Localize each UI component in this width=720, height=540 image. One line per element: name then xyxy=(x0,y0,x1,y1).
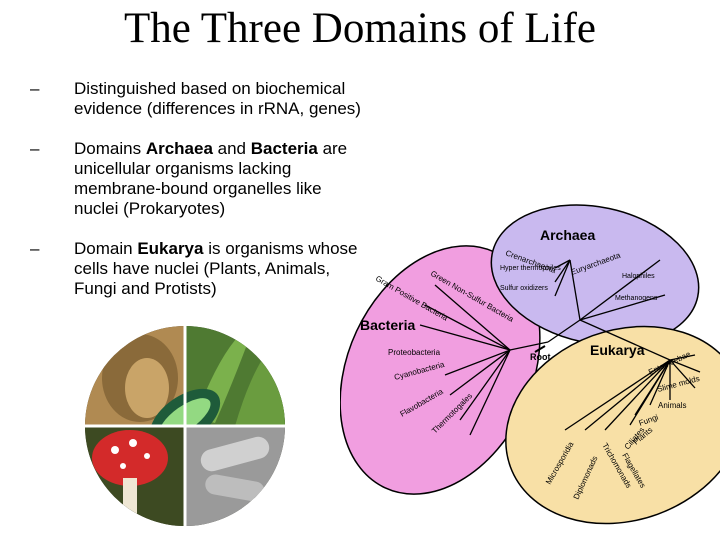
bullet-text-part: Distinguished based on biochemical evide… xyxy=(74,79,361,118)
root-label: Root xyxy=(530,352,551,362)
eukarya-label: Eukarya xyxy=(590,342,645,358)
mushroom-photo xyxy=(92,430,168,486)
label-sulfur-oxidizers: Sulfur oxidizers xyxy=(500,285,548,292)
label-methanogens: Methanogens xyxy=(615,295,658,302)
bullet-text-part: are unicellular organisms lacking membra… xyxy=(74,139,348,218)
bacteria-label: Bacteria xyxy=(360,317,415,333)
bullet-term-bacteria: Bacteria xyxy=(250,139,318,158)
archaea-label: Archaea xyxy=(540,227,595,243)
label-animals: Animals xyxy=(658,401,686,410)
bullet-text-part: Domain xyxy=(74,239,138,258)
label-hyperthermophiles: Hyper thermophiles xyxy=(500,265,561,272)
bullet-term-archaea: Archaea xyxy=(145,139,213,158)
bullet-dash: – xyxy=(30,139,40,158)
bullet-text: Domains Archaea and Bacteria are unicell… xyxy=(74,139,364,219)
phylogenetic-tree: Archaea Bacteria Eukarya Root Crenarchae… xyxy=(340,204,720,525)
page-title: The Three Domains of Life xyxy=(123,5,597,52)
label-proteobacteria: Proteobacteria xyxy=(388,348,441,357)
bullet-dash: – xyxy=(30,239,40,258)
organism-photo-collage xyxy=(85,326,285,526)
bullet-term-eukarya: Eukarya xyxy=(137,239,204,258)
bullet-text-part: Domains xyxy=(74,139,146,158)
bacteria-photo xyxy=(185,426,285,526)
bullet-text: Domain Eukarya is organisms whose cells … xyxy=(74,239,364,299)
tree-branches xyxy=(419,259,701,436)
bullet-text-part: is organisms whose cells have nuclei (Pl… xyxy=(74,239,358,298)
bullet-dash: – xyxy=(30,79,40,98)
bullet-text-part: and xyxy=(212,139,251,158)
label-halophiles: Halophiles xyxy=(622,273,655,280)
bullet-text: Distinguished based on biochemical evide… xyxy=(74,79,364,119)
